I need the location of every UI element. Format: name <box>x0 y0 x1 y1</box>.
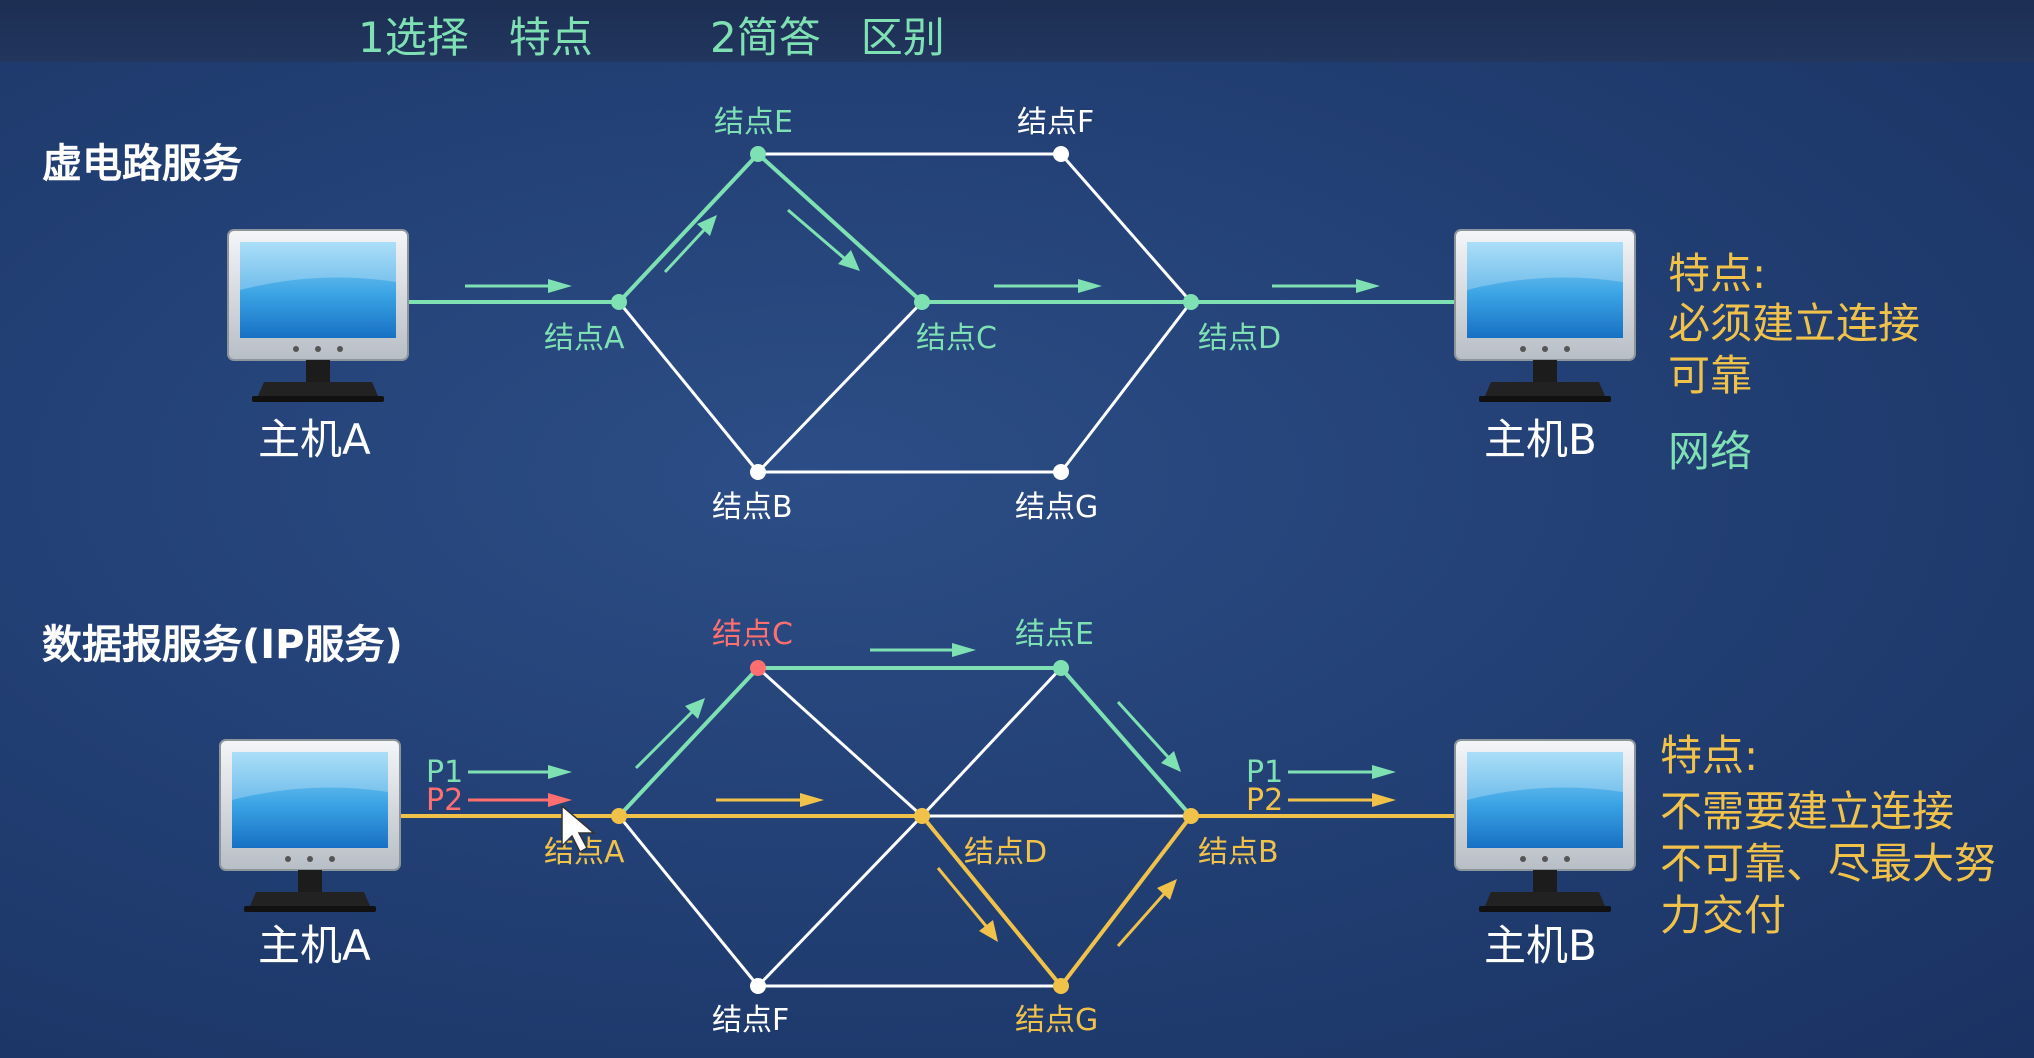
dg-p2-arrowhead-in <box>548 793 572 807</box>
vc-feature-heading: 特点: <box>1668 249 1766 298</box>
dg-p1-label-out: P1 <box>1246 755 1283 790</box>
dg-arrowhead-e-b <box>1161 751 1181 772</box>
vc-host-a-label: 主机A <box>258 415 371 464</box>
dg-arrowhead-d-g <box>979 920 998 942</box>
dg-p2-arrowhead-out <box>1372 793 1396 807</box>
vc-node-c <box>914 294 930 310</box>
dg-arrow-e-b <box>1116 700 1170 759</box>
dg-arrowhead-c-e <box>952 643 976 657</box>
dg-node-e-label: 结点E <box>1015 617 1094 652</box>
vc-node-g-label: 结点G <box>1015 490 1098 525</box>
dg-arrowhead-a-d <box>800 793 824 807</box>
vc-node-b <box>750 464 766 480</box>
vc-link-e-c <box>756 152 924 304</box>
vc-node-g <box>1053 464 1069 480</box>
vc-arrow-2 <box>663 228 706 274</box>
dg-link-f-d <box>756 814 924 988</box>
vc-link-f-d <box>1059 153 1193 303</box>
dg-host-a-monitor-icon <box>219 739 401 913</box>
vc-feature-line-3: 网络 <box>1668 427 1752 476</box>
top-bar: 1选择 特点 2简答 区别 <box>0 0 2034 62</box>
dg-arrowhead-a-c <box>685 698 705 719</box>
dg-feature-line-3: 力交付 <box>1660 891 1786 940</box>
dg-node-g <box>1053 978 1069 994</box>
dg-link-a-f <box>617 815 760 987</box>
dg-node-f <box>750 978 766 994</box>
vc-arrowhead-5 <box>1356 279 1380 293</box>
dg-p1-arrowhead-out <box>1372 765 1396 779</box>
dg-link-d-e <box>920 666 1063 818</box>
vc-link-g-d <box>1059 301 1193 473</box>
dg-node-f-label: 结点F <box>712 1003 789 1038</box>
dg-node-d <box>914 808 930 824</box>
vc-arrowhead-3 <box>838 250 860 271</box>
vc-node-d <box>1183 294 1199 310</box>
mouse-cursor-icon <box>561 804 597 854</box>
dg-feature-line-1: 不需要建立连接 <box>1660 787 1954 836</box>
vc-section-title: 虚电路服务 <box>42 141 242 187</box>
dg-host-b-monitor-icon <box>1454 739 1636 913</box>
vc-arrowhead-4 <box>1078 279 1102 293</box>
dg-link-a-c <box>617 666 760 818</box>
dg-node-e <box>1053 660 1069 676</box>
vc-node-d-label: 结点D <box>1198 321 1281 356</box>
dg-host-b-label: 主机B <box>1484 921 1597 970</box>
vc-node-e-label: 结点E <box>714 105 793 140</box>
vc-feature-line-1: 必须建立连接 <box>1668 299 1920 348</box>
dg-section-title: 数据报服务(IP服务) <box>42 622 403 668</box>
dg-node-g-label: 结点G <box>1015 1003 1098 1038</box>
dg-link-d-g <box>920 814 1063 988</box>
header-item-short-answer: 2简答 区别 <box>710 13 945 62</box>
dg-host-a-label: 主机A <box>258 921 371 970</box>
vc-host-a-monitor-icon <box>227 229 409 403</box>
vc-link-a-b <box>617 301 760 473</box>
dg-p1-label-in: P1 <box>426 755 463 790</box>
dg-node-c <box>750 660 766 676</box>
dg-link-g-b <box>1059 814 1193 988</box>
vc-feature-line-2: 可靠 <box>1668 351 1752 400</box>
dg-link-c-d <box>756 666 924 818</box>
dg-arrow-g-b <box>1116 893 1166 947</box>
dg-arrow-a-c <box>634 710 694 770</box>
dg-node-b <box>1183 808 1199 824</box>
vc-arrowhead-1 <box>548 279 572 293</box>
dg-p2-label-out: P2 <box>1246 783 1283 818</box>
vc-node-c-label: 结点C <box>916 321 997 356</box>
dg-feature-heading: 特点: <box>1660 731 1758 780</box>
vc-node-f <box>1053 146 1069 162</box>
dg-node-a <box>611 808 627 824</box>
dg-node-b-label: 结点B <box>1198 835 1279 870</box>
dg-node-d-label: 结点D <box>964 835 1047 870</box>
dg-link-e-b <box>1059 666 1193 818</box>
vc-node-f-label: 结点F <box>1017 105 1094 140</box>
vc-node-b-label: 结点B <box>712 490 793 525</box>
vc-arrowhead-2 <box>697 215 717 236</box>
vc-link-b-c <box>756 300 924 474</box>
vc-host-b-monitor-icon <box>1454 229 1636 403</box>
dg-p1-arrowhead-in <box>548 765 572 779</box>
vc-host-b-label: 主机B <box>1484 415 1597 464</box>
dg-arrow-d-g <box>936 867 988 927</box>
dg-p2-label-in: P2 <box>426 783 463 818</box>
vc-node-a <box>611 294 627 310</box>
dg-arrowhead-g-b <box>1157 879 1177 900</box>
vc-node-a-label: 结点A <box>544 321 625 356</box>
header-item-choice: 1选择 特点 <box>358 13 593 62</box>
dg-node-c-label: 结点C <box>712 617 793 652</box>
vc-link-a-e <box>617 152 760 304</box>
vc-arrow-3 <box>787 208 845 260</box>
dg-node-a-label: 结点A <box>544 835 625 870</box>
vc-node-e <box>750 146 766 162</box>
dg-feature-line-2: 不可靠、尽最大努 <box>1660 839 1996 888</box>
